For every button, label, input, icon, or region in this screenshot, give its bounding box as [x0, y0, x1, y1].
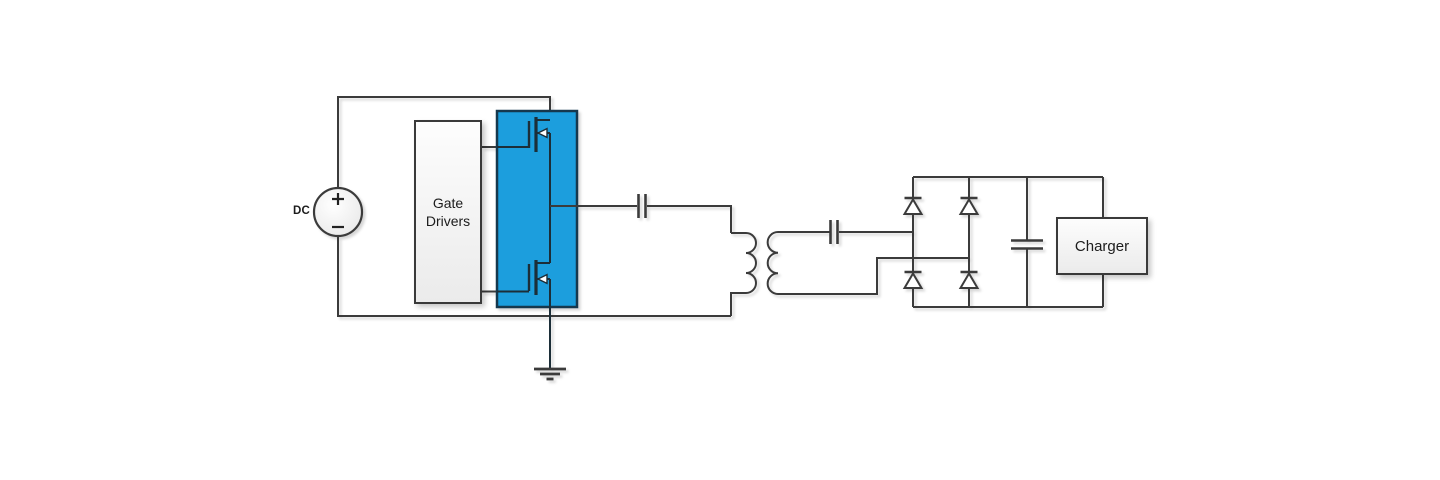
- charger-label: Charger: [1074, 237, 1130, 255]
- gate-drivers-label-line2: Drivers: [425, 213, 471, 229]
- capacitor-to-primary-wire: [647, 205, 732, 233]
- diode-triangle: [958, 197, 980, 215]
- filter-capacitor: [1011, 239, 1043, 250]
- transformer-primary-winding: [730, 232, 757, 316]
- mosfet-high-side: [497, 117, 550, 152]
- dc-positive-rail-wire: [337, 96, 551, 188]
- gate-drivers-block: Gate Drivers: [414, 120, 482, 304]
- diode-top-right: [958, 196, 980, 215]
- gate-drivers-label: Gate Drivers: [426, 194, 470, 230]
- dc-return-rail-wire: [337, 236, 731, 317]
- diode-bottom-right: [958, 270, 980, 289]
- charger-block: Charger: [1056, 217, 1148, 275]
- dc-source: [312, 186, 364, 238]
- diode-top-left: [902, 196, 924, 215]
- plus-icon: [332, 193, 344, 205]
- diode-bridge-rectifier: [902, 176, 1104, 308]
- diode-triangle: [902, 271, 924, 289]
- diode-triangle: [902, 197, 924, 215]
- diode-bottom-left: [902, 270, 924, 289]
- resonant-capacitor-primary: [637, 194, 647, 218]
- earth-ground-symbol: [534, 367, 566, 381]
- mosfet-body-arrow-icon: [536, 127, 548, 139]
- gate-drivers-label-line1: Gate: [432, 194, 464, 211]
- mosfet-body-arrow-icon: [536, 273, 548, 285]
- bridge-rails-and-legs: [912, 176, 1104, 308]
- mosfet-low-side: [497, 260, 550, 295]
- diode-triangle: [958, 271, 980, 289]
- transformer-secondary-winding: [766, 231, 969, 295]
- dc-source-label: DC: [292, 205, 310, 217]
- transformer: [730, 231, 969, 316]
- dc-source-circle: [312, 186, 364, 238]
- resonant-capacitor-secondary: [829, 220, 839, 244]
- half-bridge-mosfet-module: [495, 109, 579, 368]
